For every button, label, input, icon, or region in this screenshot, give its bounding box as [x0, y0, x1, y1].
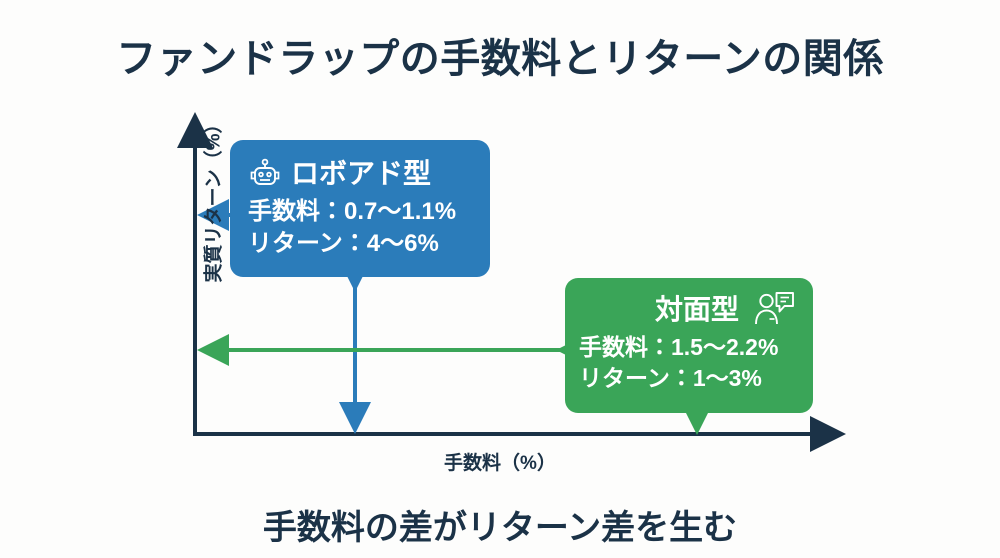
face-to-face-card[interactable]: 対面型 手数料：1.5〜2.2% リターン：1〜3%	[565, 278, 813, 413]
y-axis-label: 実質リターン（%）	[203, 114, 225, 283]
facetoface-card-header: 対面型	[579, 288, 799, 332]
robo-card-header: ロボアド型	[248, 152, 474, 196]
person-chat-icon	[753, 291, 795, 329]
robo-return-line: リターン：4〜6%	[248, 229, 439, 257]
facetoface-return-line: リターン：1〜3%	[579, 364, 762, 391]
robot-icon	[248, 157, 282, 191]
facetoface-fee-line: 手数料：1.5〜2.2%	[579, 334, 779, 360]
robo-card-title: ロボアド型	[291, 158, 432, 189]
page-title: ファンドラップの手数料とリターンの関係	[116, 37, 884, 81]
facetoface-card-title: 対面型	[654, 294, 739, 325]
x-axis-label: 手数料（%）	[444, 453, 556, 474]
robo-advisor-card[interactable]: ロボアド型 手数料：0.7〜1.1% リターン：4〜6%	[230, 140, 490, 277]
bottom-caption: 手数料の差がリターン差を生む	[262, 509, 738, 547]
robo-fee-line: 手数料：0.7〜1.1%	[248, 198, 457, 225]
